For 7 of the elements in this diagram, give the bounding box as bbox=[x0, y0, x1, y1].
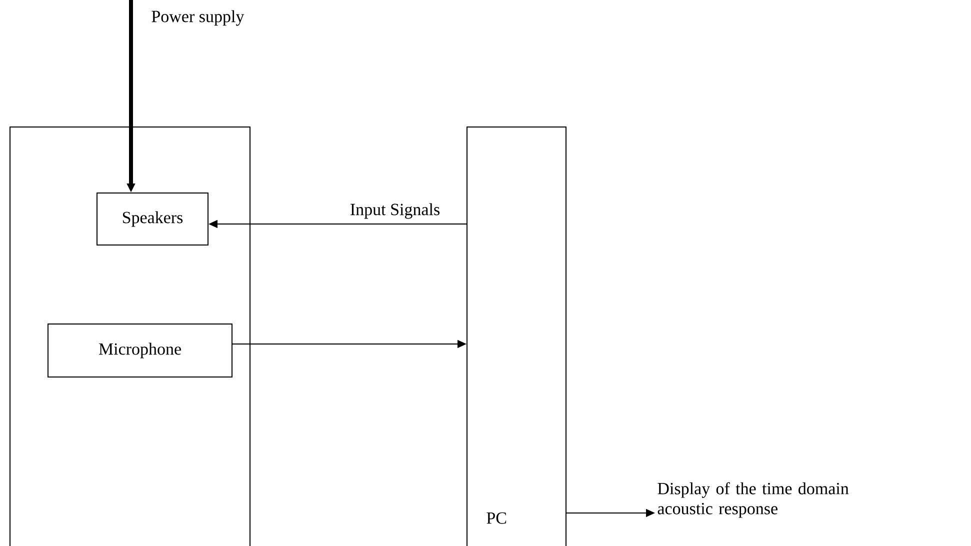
pc-box: PC bbox=[466, 126, 566, 546]
device-box bbox=[10, 126, 250, 546]
output-text: Display of the time domain acoustic response bbox=[658, 482, 849, 518]
component-box: Microphone bbox=[48, 324, 232, 378]
edge-label: Power supply bbox=[150, 9, 246, 27]
edge-label: Input Signals bbox=[348, 202, 442, 220]
component-box: Speakers bbox=[96, 192, 208, 246]
